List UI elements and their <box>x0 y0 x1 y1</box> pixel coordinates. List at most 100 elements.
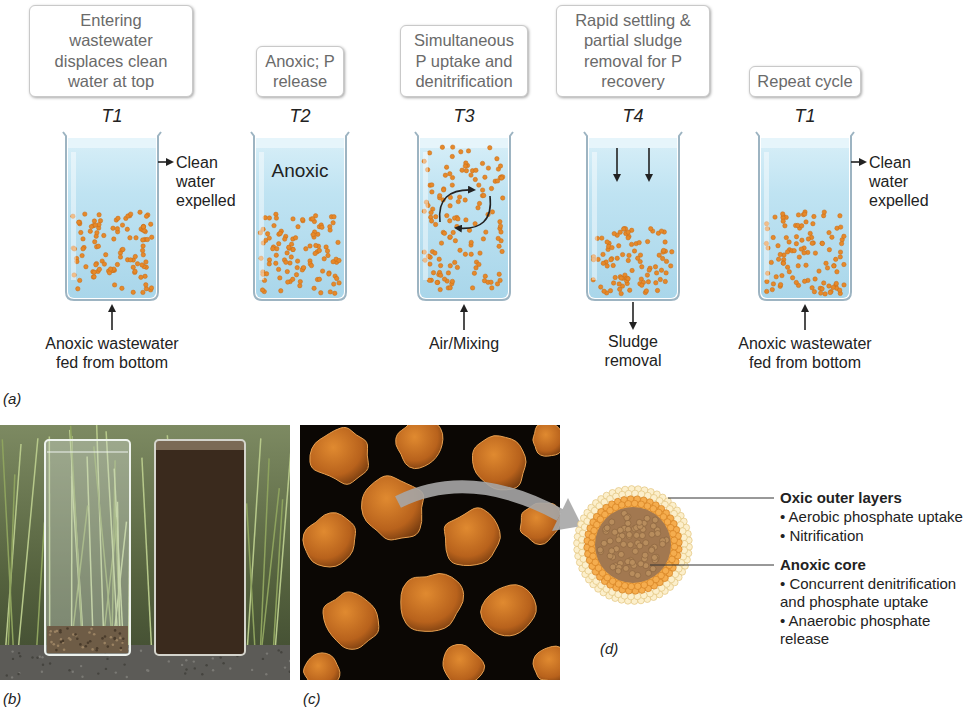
stone-speck <box>289 671 290 673</box>
sludge-granule <box>804 220 808 224</box>
sludge-granule <box>630 268 634 272</box>
sludge-granule <box>429 219 433 223</box>
sludge-granule <box>92 219 96 223</box>
sludge-granule <box>271 247 275 251</box>
water-line <box>47 452 128 453</box>
step-text: Repeat cycle <box>757 71 853 92</box>
sludge-granule <box>796 264 800 268</box>
sludge-granule <box>664 259 668 263</box>
leader-line <box>650 565 774 566</box>
sludge-speck <box>62 640 65 643</box>
layer-heading: Anoxic core <box>780 556 968 574</box>
sludge-granule <box>92 270 96 274</box>
stone-speck <box>168 660 170 662</box>
sludge-granule <box>332 282 336 286</box>
grass-blade <box>260 458 269 650</box>
leader-line <box>668 498 774 499</box>
sludge-speck <box>119 637 122 640</box>
sludge-granule <box>81 237 85 241</box>
sludge-granule <box>810 286 814 290</box>
sludge-granule <box>812 290 816 294</box>
sludge-granule <box>450 154 454 158</box>
stone-speck <box>147 670 149 672</box>
sludge-granule <box>108 267 112 271</box>
beaker-outline <box>415 132 513 300</box>
sludge-granule <box>276 267 280 271</box>
granule <box>323 592 379 649</box>
stone-speck <box>289 660 290 662</box>
granule <box>401 573 464 631</box>
granule <box>303 653 340 680</box>
sludge-granule <box>84 265 88 269</box>
sludge-granule <box>145 237 149 241</box>
stone-speck <box>266 652 268 654</box>
sludge-granule <box>433 222 437 226</box>
sludge-granule <box>140 263 144 267</box>
step-text: Simultaneous P uptake and denitrificatio… <box>408 30 520 92</box>
grass-blade <box>18 438 38 650</box>
sludge-granule <box>450 279 454 283</box>
sludge-granule <box>483 274 487 278</box>
beaker-outline <box>584 132 682 300</box>
oxic-cell <box>619 502 626 509</box>
sludge-granule <box>838 288 842 292</box>
sludge-speck <box>119 632 122 635</box>
sludge-granule <box>663 279 667 283</box>
sludge-granule <box>298 284 302 288</box>
sludge-granule <box>490 286 494 290</box>
glass-highlight <box>764 152 769 280</box>
sludge-granule <box>128 236 132 240</box>
sludge-granule <box>439 273 443 277</box>
sludge-granule <box>600 236 604 240</box>
sludge-granule <box>95 231 99 235</box>
core-cell <box>650 566 656 572</box>
sludge-granule <box>661 248 665 252</box>
sludge-granule <box>834 257 838 261</box>
sludge-granule <box>308 244 312 248</box>
sludge-speck <box>121 641 124 644</box>
step-time: T1 <box>785 106 825 128</box>
sludge-granule <box>332 215 336 219</box>
sludge-granule <box>456 199 460 203</box>
sludge-granule <box>792 249 796 253</box>
sludge-granule <box>92 275 96 279</box>
sludge-granule <box>498 224 502 228</box>
sludge-speck <box>96 647 99 650</box>
sludge-granule <box>291 277 295 281</box>
sludge-granule <box>138 210 142 214</box>
sludge-granule <box>309 263 313 267</box>
sludge-granule <box>496 236 500 240</box>
sludge-granule <box>480 161 484 165</box>
beaker-outline <box>756 132 854 300</box>
water-surface <box>68 138 156 148</box>
sludge-granule <box>331 260 335 264</box>
inflow-arrow <box>111 306 113 330</box>
sludge-speck <box>57 644 60 647</box>
sludge-granule <box>450 183 454 187</box>
sludge-granule <box>615 256 619 260</box>
sludge-speck <box>122 637 125 640</box>
sludge-speck <box>87 641 90 644</box>
glass-dark <box>155 440 245 655</box>
sludge-speck <box>56 630 59 633</box>
oxic-cell <box>635 583 642 590</box>
sludge-granule <box>427 151 431 155</box>
stone-speck <box>194 667 196 669</box>
stone-speck <box>105 668 107 670</box>
sludge-granule <box>670 250 674 254</box>
sludge-granule <box>141 238 145 242</box>
sludge-granule <box>278 276 282 280</box>
core-cell <box>616 537 622 543</box>
sludge-granule <box>472 271 476 275</box>
stone-speck <box>181 664 183 666</box>
sludge-granule <box>495 179 499 183</box>
oxic-cell <box>592 559 599 566</box>
sludge-granule <box>839 241 843 245</box>
layer-item: • Nitrification <box>780 527 968 545</box>
sludge-granule <box>433 251 437 255</box>
sludge-speck <box>121 642 124 645</box>
oxic-cell <box>622 582 629 589</box>
sludge-granule <box>647 268 651 272</box>
sludge-granule <box>436 280 440 284</box>
oxic-cell <box>631 500 638 507</box>
